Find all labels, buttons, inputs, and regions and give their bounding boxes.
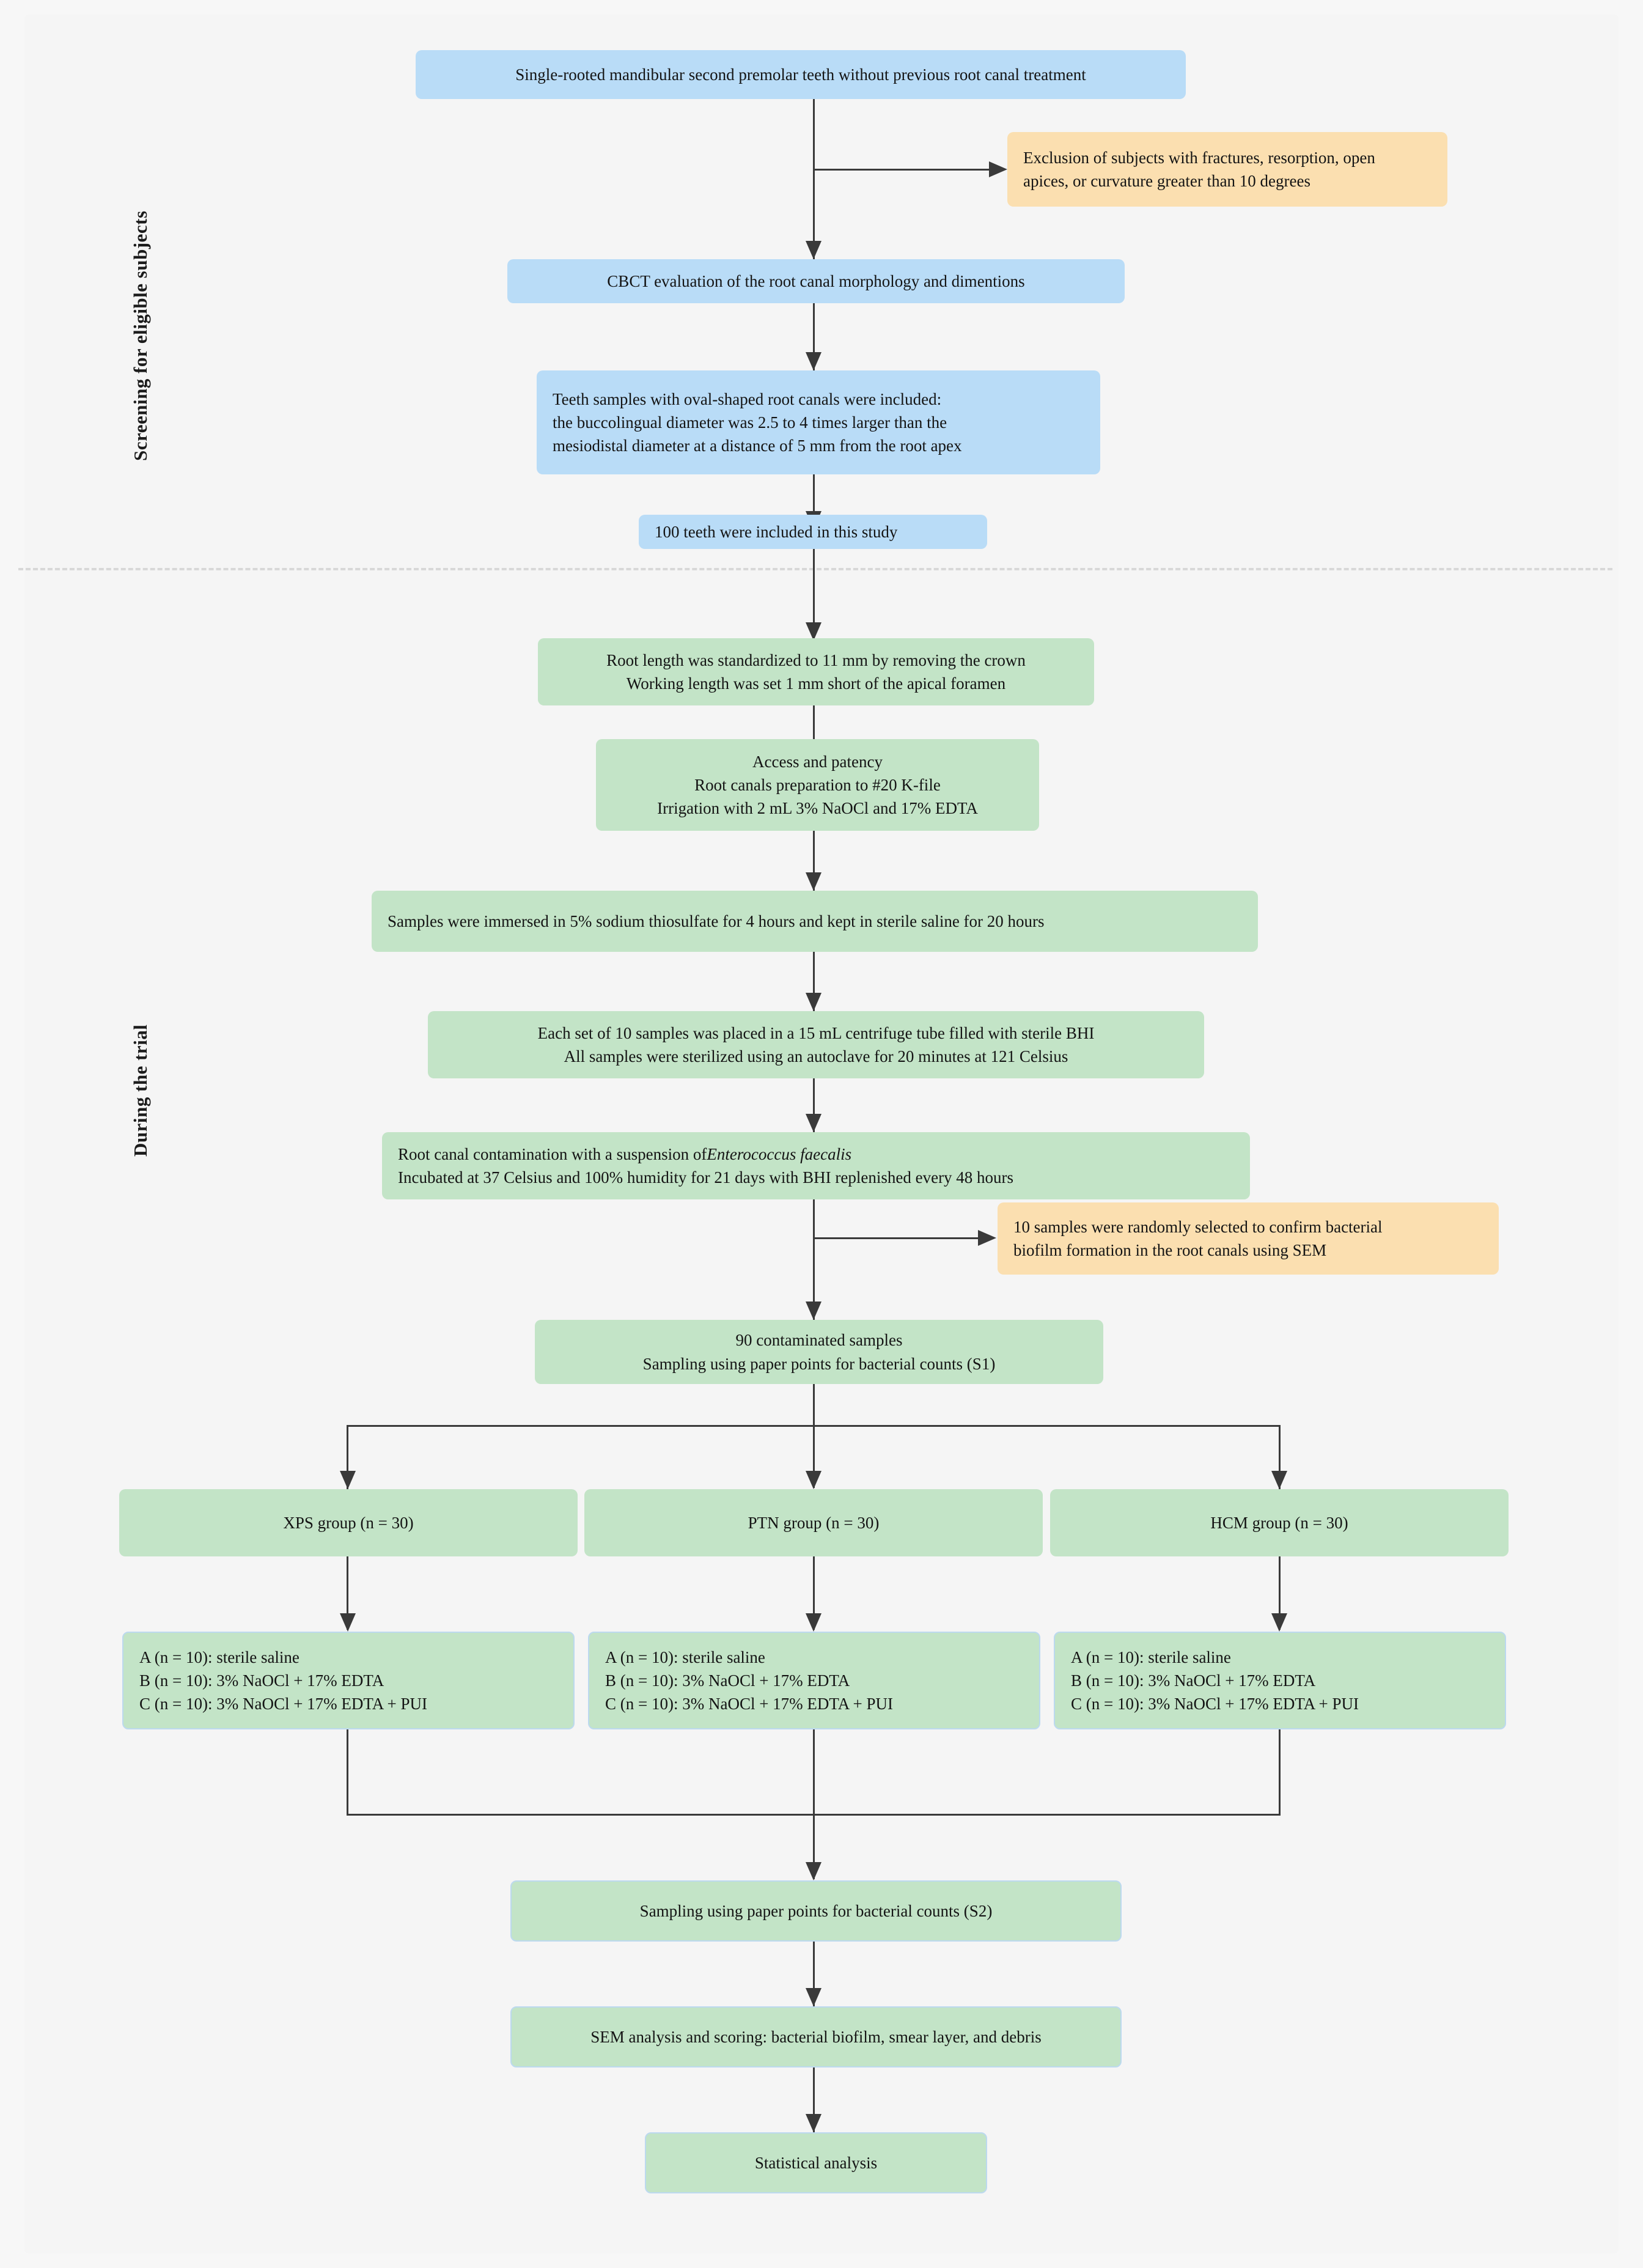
connector-s2-down [813, 1942, 815, 2009]
phase-divider [18, 568, 1612, 570]
connector-hcm-sub-arrow [1271, 1613, 1287, 1632]
subgroups-hcm: A (n = 10): sterile saline B (n = 10): 3… [1054, 1632, 1506, 1729]
connector-exclusion-arrow [989, 161, 1007, 177]
node-cbct-evaluation: CBCT evaluation of the root canal morpho… [507, 259, 1125, 303]
connector-cbct-down [813, 303, 815, 370]
connector-group-hcm-drop [1279, 1425, 1281, 1489]
node-s1-sampling: 90 contaminated samples Sampling using p… [535, 1320, 1103, 1384]
species-name: Enterococcus faecalis [707, 1144, 852, 1163]
connector-thiosulfate-arrow [806, 872, 822, 891]
flowchart-canvas: Screening for eligible subjects During t… [18, 15, 1619, 2253]
connector-s2-arrow [806, 1862, 822, 1880]
node-statistical-analysis: Statistical analysis [645, 2132, 987, 2193]
connector-hcm-sub-down [1279, 1556, 1281, 1630]
connector-ptn-arrow [806, 1471, 822, 1489]
connector-semcheck-branch [813, 1237, 978, 1239]
node-exclusion-criteria: Exclusion of subjects with fractures, re… [1007, 132, 1447, 207]
connector-ptn-sub-arrow [806, 1613, 822, 1632]
node-bhi-sterilization: Each set of 10 samples was placed in a 1… [428, 1011, 1204, 1078]
group-title-hcm: HCM group (n = 30) [1050, 1489, 1509, 1556]
connector-s1-arrow [806, 1302, 822, 1320]
connector-contamination-arrow [806, 1114, 822, 1132]
connector-exclusion-branch [813, 169, 989, 171]
connector-thiosulfate-down [813, 952, 815, 1016]
connector-included-down [813, 549, 815, 641]
node-access-patency: Access and patency Root canals preparati… [596, 739, 1039, 831]
connector-oval-arrow [806, 352, 822, 370]
connector-bhi-down [813, 1078, 815, 1136]
connector-group-xps-drop [347, 1425, 348, 1489]
connector-hcm-arrow [1271, 1471, 1287, 1489]
connector-s1-down [813, 1384, 815, 1488]
node-s2-sampling: Sampling using paper points for bacteria… [510, 1880, 1122, 1942]
connector-merge-xps [347, 1729, 348, 1815]
subgroups-ptn: A (n = 10): sterile saline B (n = 10): 3… [588, 1632, 1040, 1729]
node-oval-inclusion: Teeth samples with oval-shaped root cana… [537, 370, 1100, 474]
connector-semanalysis-arrow [806, 1988, 822, 2006]
connector-rootlength-arrow [806, 622, 822, 641]
connector-merge-hcm [1279, 1729, 1281, 1815]
subgroups-xps: A (n = 10): sterile saline B (n = 10): 3… [122, 1632, 575, 1729]
connector-group-split-bar [347, 1425, 1281, 1427]
connector-semcheck-arrow [978, 1230, 996, 1246]
node-inclusion-criteria: Single-rooted mandibular second premolar… [416, 50, 1186, 99]
connector-xps-sub-down [347, 1556, 348, 1630]
connector-xps-arrow [340, 1471, 356, 1489]
connector-oval-down [813, 474, 815, 529]
node-root-length: Root length was standardized to 11 mm by… [538, 638, 1094, 705]
node-teeth-included: 100 teeth were included in this study [639, 515, 987, 549]
node-contamination: Root canal contamination with a suspensi… [382, 1132, 1250, 1199]
group-title-xps: XPS group (n = 30) [119, 1489, 578, 1556]
connector-access-down [813, 831, 815, 898]
group-title-ptn: PTN group (n = 30) [584, 1489, 1043, 1556]
node-thiosulfate: Samples were immersed in 5% sodium thios… [372, 891, 1258, 952]
connector-xps-sub-arrow [340, 1613, 356, 1632]
node-sem-biofilm-check: 10 samples were randomly selected to con… [998, 1202, 1499, 1275]
connector-inclusion-down [813, 99, 815, 259]
connector-merge-down [813, 1729, 815, 1879]
connector-ptn-sub-down [813, 1556, 815, 1630]
connector-semanalysis-down [813, 2067, 815, 2135]
connector-bhi-arrow [806, 993, 822, 1011]
node-sem-analysis: SEM analysis and scoring: bacterial biof… [510, 2006, 1122, 2067]
connector-contamination-down [813, 1199, 815, 1322]
phase-label-trial: During the trial [130, 1024, 151, 1157]
connector-cbct-arrow [806, 241, 822, 259]
connector-statistics-arrow [806, 2114, 822, 2132]
phase-label-screening: Screening for eligible subjects [130, 210, 151, 461]
